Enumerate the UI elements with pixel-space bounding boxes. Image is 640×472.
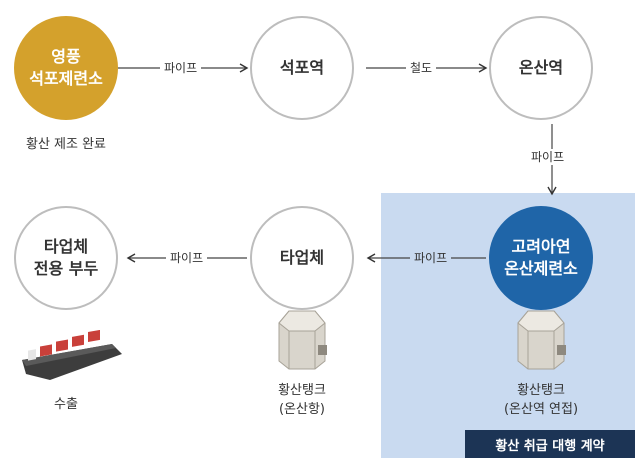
node-pier-line2: 전용 부두 [33, 259, 99, 278]
edge-label-company-pier: 파이프 [166, 250, 208, 266]
edge-label-seokpo-onsan: 철도 [406, 60, 437, 76]
node-seokpo-label: 석포역 [279, 58, 325, 78]
contract-label: 황산 취급 대행 계약 [465, 430, 635, 458]
note-company-tank-line1: 황산탱크 [278, 383, 326, 398]
edge-label-yeongpung-seokpo: 파이프 [160, 60, 202, 76]
note-korea-zinc-tank-line1: 황산탱크 [517, 383, 565, 398]
note-company-tank-line2: (온산항) [278, 401, 326, 417]
note-korea-zinc-tank-line2: (온산역 연접) [503, 401, 579, 417]
note-export: 수출 [54, 397, 78, 412]
note-sulfuric-acid-complete: 황산 제조 완료 [25, 137, 107, 152]
edge-label-korea-zinc-company: 파이프 [410, 250, 452, 266]
node-onsan-station: 온산역 [489, 16, 593, 120]
node-korea-zinc-line1: 고려아연 [511, 237, 571, 257]
note-korea-zinc-tank: 황산탱크 (온산역 연접) [489, 382, 593, 420]
node-korea-zinc-smelter: 고려아연 온산제련소 [489, 206, 593, 310]
node-yeongpung-line2: 석포제련소 [29, 69, 103, 88]
node-korea-zinc-line2: 온산제련소 [504, 259, 578, 278]
node-yeongpung-line1: 영풍 [51, 47, 81, 67]
node-company-label: 타업체 [279, 248, 325, 268]
node-seokpo-station: 석포역 [250, 16, 354, 120]
node-company-pier: 타업체 전용 부두 [14, 206, 118, 310]
node-other-company: 타업체 [250, 206, 354, 310]
ship-icon [22, 330, 122, 380]
node-onsan-label: 온산역 [518, 58, 564, 78]
tank-icon [517, 310, 566, 370]
node-yeongpung-smelter: 영풍 석포제련소 [14, 16, 118, 120]
note-company-tank: 황산탱크 (온산항) [250, 382, 354, 420]
tank-icon [278, 310, 327, 370]
node-pier-line1: 타업체 [43, 237, 89, 257]
edge-label-onsan-korea-zinc: 파이프 [527, 149, 569, 165]
